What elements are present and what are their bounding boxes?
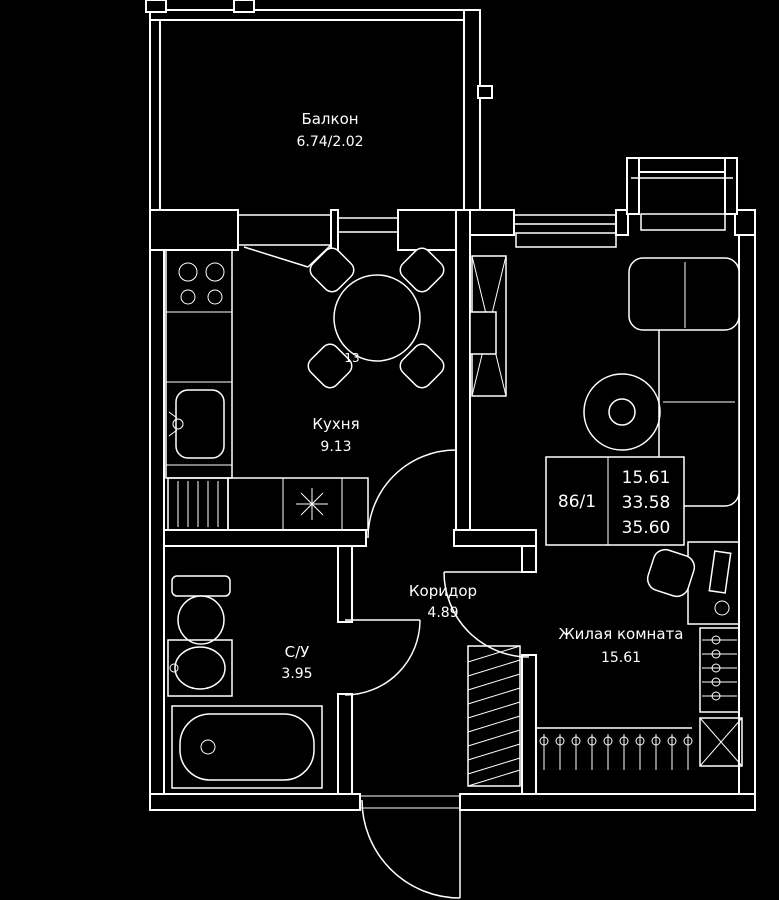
chair — [399, 343, 445, 389]
wall-top-kitchen-right — [397, 209, 457, 251]
kitchen-note: 13 — [344, 351, 359, 365]
wall-stub — [477, 85, 493, 99]
bay-wall-top — [626, 157, 738, 173]
desk-chair — [646, 548, 696, 598]
wall-kitchen-bottom-right — [453, 529, 537, 547]
bay-window — [626, 157, 738, 231]
living-room-label: Жилая комната — [559, 625, 684, 643]
apartment-area-value: 33.58 — [622, 493, 671, 513]
window-sill — [515, 232, 617, 248]
wall-divider-kitchen-living — [455, 209, 471, 531]
entrance-door — [360, 795, 461, 899]
interior-walls — [163, 529, 537, 795]
total-area-value: 35.60 — [622, 518, 671, 538]
hall-closet — [467, 645, 521, 787]
wall-bathroom-corridor-top — [337, 545, 353, 623]
bay-wall-right — [724, 157, 738, 215]
corridor-area: 4.89 — [427, 605, 458, 621]
hob-asterisk-icon — [296, 488, 328, 520]
wall-kitchen-bottom-left — [163, 529, 367, 547]
dining-table — [333, 274, 421, 362]
stove — [178, 262, 225, 305]
wall-bathroom-corridor-bottom — [337, 693, 353, 795]
wall-stub — [145, 0, 167, 13]
living-window — [514, 214, 617, 248]
wall-corridor-living-top — [521, 545, 537, 573]
chair — [309, 247, 355, 293]
living-room-door — [443, 571, 530, 658]
wall-corridor-living-bottom — [521, 654, 537, 795]
balcony-door — [238, 214, 332, 268]
tv — [469, 311, 497, 355]
balcony-area: 6.74/2.02 — [296, 134, 363, 150]
wall-top-living-left — [469, 209, 515, 236]
bay-wall-left — [626, 157, 640, 215]
balcony-wall-top — [149, 9, 481, 21]
kitchen-window — [338, 217, 398, 233]
balcony-label: Балкон — [301, 110, 358, 128]
balcony: Балкон 6.74/2.02 — [145, 0, 493, 213]
sofa — [628, 257, 740, 507]
kitchen-cabinet — [227, 477, 369, 531]
corridor-label: Коридор — [409, 582, 477, 600]
kitchen-area: 9.13 — [320, 439, 351, 455]
living-room-area: 15.61 — [601, 650, 641, 666]
balcony-wall-left — [149, 9, 161, 213]
wall-bottom-left — [149, 793, 361, 811]
wall-top-pier — [330, 209, 339, 251]
washing-machine — [167, 477, 229, 531]
storage-box — [699, 717, 743, 767]
wall-top-living-right — [734, 209, 756, 236]
wall-top-living-pier — [615, 209, 629, 236]
tv-unit — [469, 255, 507, 397]
monitor — [708, 550, 732, 594]
living-area-value: 15.61 — [622, 468, 671, 488]
chair — [399, 247, 445, 293]
bathtub — [171, 705, 323, 789]
exterior-walls — [149, 209, 756, 811]
bay-window-sill — [640, 213, 726, 231]
wall-bottom-right — [459, 793, 756, 811]
unit-number: 86/1 — [558, 492, 596, 512]
bathroom-label: С/У — [285, 643, 310, 661]
chair — [307, 343, 353, 389]
desk — [687, 541, 740, 625]
bathroom-door — [344, 619, 421, 696]
info-box: 86/1 15.61 33.58 35.60 — [545, 456, 685, 546]
wall-left — [149, 209, 165, 811]
toilet — [171, 575, 231, 645]
wall-top-kitchen-left — [149, 209, 239, 251]
wardrobe-rail-right — [699, 627, 740, 713]
hanger-rail-bottom — [536, 727, 693, 770]
bathroom-sink — [167, 639, 233, 697]
balcony-wall-right — [463, 9, 481, 213]
wall-stub — [233, 0, 255, 13]
rug — [583, 373, 661, 451]
dining-chairs — [307, 247, 445, 389]
kitchen-sink — [168, 389, 225, 459]
bathroom-area: 3.95 — [281, 666, 312, 682]
kitchen-label: Кухня — [312, 415, 359, 433]
kitchen-door — [367, 449, 457, 539]
